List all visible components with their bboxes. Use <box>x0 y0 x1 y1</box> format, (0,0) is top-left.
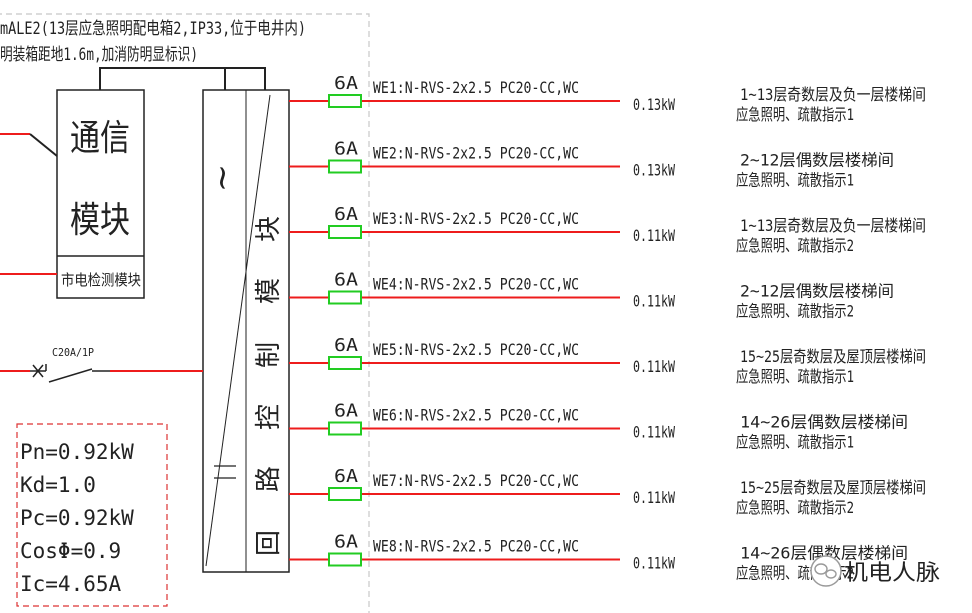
fuse-rating: 6A <box>334 204 358 225</box>
fuse-rating: 6A <box>334 139 358 160</box>
watermark: 机电人脉 <box>810 555 940 587</box>
incoming-wires <box>0 133 203 372</box>
control-label-char: 路 <box>254 466 284 492</box>
circuit-description-2: 应急照明、疏散指示1 <box>736 105 854 124</box>
fuse-symbol <box>328 159 362 174</box>
circuit-row: 6A WE5:N-RVS-2x2.5 PC20-CC,WC 0.11kW 15~25层… <box>289 335 926 386</box>
cable-spec: WE8:N-RVS-2x2.5 PC20-CC,WC <box>373 537 579 556</box>
circuit-description: 2~12层偶数层楼梯间 <box>740 282 894 301</box>
incoming-breaker: C20A/1P <box>30 346 110 383</box>
calc-line: Pc=0.92kW <box>20 506 134 530</box>
cable-spec: WE2:N-RVS-2x2.5 PC20-CC,WC <box>373 144 579 163</box>
circuit-row: 6A WE7:N-RVS-2x2.5 PC20-CC,WC 0.11kW 15~25层… <box>289 466 926 517</box>
circuit-description: 15~25层奇数层及屋顶层楼梯间 <box>740 478 926 497</box>
fuse-symbol <box>328 421 362 436</box>
cable-spec: WE7:N-RVS-2x2.5 PC20-CC,WC <box>373 471 579 490</box>
circuit-row: 6A WE2:N-RVS-2x2.5 PC20-CC,WC 0.13kW 2~12层偶… <box>289 139 894 190</box>
cable-spec: WE6:N-RVS-2x2.5 PC20-CC,WC <box>373 406 579 425</box>
circuit-row: 6A WE1:N-RVS-2x2.5 PC20-CC,WC 0.13kW 1~13层奇… <box>289 73 926 124</box>
circuit-description-2: 应急照明、疏散指示2 <box>736 236 854 255</box>
circuit-description: 1~13层奇数层及负一层楼梯间 <box>740 85 926 104</box>
calc-line: Pn=0.92kW <box>20 440 134 464</box>
calc-line: Kd=1.0 <box>20 473 96 497</box>
circuit-description-2: 应急照明、疏散指示1 <box>736 433 854 452</box>
fuse-symbol <box>328 487 362 501</box>
fuse-rating: 6A <box>334 532 358 553</box>
fuse-symbol <box>328 290 362 305</box>
circuit-description: 2~12层偶数层楼梯间 <box>740 151 894 170</box>
fuse-rating: 6A <box>334 401 358 422</box>
mains-monitor-label: 市电检测模块 <box>61 271 141 289</box>
ac-symbol: ~ <box>203 164 243 193</box>
communication-module: 通信 模块 市电检测模块 <box>56 89 145 299</box>
circuit-description-2: 应急照明、疏散指示1 <box>736 171 854 190</box>
calc-line: CosΦ=0.9 <box>20 539 121 563</box>
circuit-description-2: 应急照明、疏散指示1 <box>736 367 854 386</box>
panel-boundary <box>0 13 370 613</box>
circuit-description: 15~25层奇数层及屋顶层楼梯间 <box>740 347 926 366</box>
control-label-char: 模 <box>254 278 284 304</box>
load-power: 0.13kW <box>633 95 675 114</box>
control-label-char: 控 <box>254 404 284 430</box>
panel-title-line2: 明装箱距地1.6m,加消防明显标识) <box>0 45 198 65</box>
load-power: 0.11kW <box>633 357 675 376</box>
fuse-symbol <box>328 94 362 108</box>
load-power: 0.11kW <box>633 488 675 507</box>
circuit-row: 6A WE3:N-RVS-2x2.5 PC20-CC,WC 0.11kW 1~13层奇… <box>289 204 926 255</box>
circuit-row: 6A WE4:N-RVS-2x2.5 PC20-CC,WC 0.11kW 2~12层偶… <box>289 270 894 321</box>
circuit-description: 14~26层偶数层楼梯间 <box>740 544 908 563</box>
cable-spec: WE1:N-RVS-2x2.5 PC20-CC,WC <box>373 78 579 97</box>
control-label-char: 块 <box>254 216 284 242</box>
load-power: 0.13kW <box>633 161 675 180</box>
load-power: 0.11kW <box>633 554 675 573</box>
fuse-rating: 6A <box>334 270 358 291</box>
fuse-symbol <box>328 225 362 239</box>
circuit-description: 1~13层奇数层及负一层楼梯间 <box>740 216 926 235</box>
cable-spec: WE4:N-RVS-2x2.5 PC20-CC,WC <box>373 275 579 294</box>
cable-spec: WE5:N-RVS-2x2.5 PC20-CC,WC <box>373 340 579 359</box>
fuse-symbol <box>328 356 362 370</box>
fuse-rating: 6A <box>334 73 358 94</box>
calculation-box: Pn=0.92kW Kd=1.0Pc=0.92kW CosΦ=0.9Ic=4.65A <box>16 423 168 607</box>
breaker-label: C20A/1P <box>52 346 94 359</box>
load-power: 0.11kW <box>633 423 675 442</box>
panel-title-line1: mALE2(13层应急照明配电箱2,IP33,位于电井内) <box>0 19 306 39</box>
watermark-text: 机电人脉 <box>844 561 940 586</box>
load-power: 0.11kW <box>633 226 675 245</box>
control-label-char: 回 <box>254 530 284 556</box>
outgoing-circuits: 6A WE1:N-RVS-2x2.5 PC20-CC,WC 0.13kW 1~13层奇… <box>289 73 926 583</box>
circuit-description: 14~26层偶数层楼梯间 <box>740 413 908 432</box>
cable-spec: WE3:N-RVS-2x2.5 PC20-CC,WC <box>373 209 579 228</box>
top-bus <box>99 67 266 90</box>
comm-module-label-1: 通信 <box>70 118 130 159</box>
circuit-description-2: 应急照明、疏散指示2 <box>736 302 854 321</box>
load-power: 0.11kW <box>633 292 675 311</box>
fuse-rating: 6A <box>334 335 358 356</box>
fuse-rating: 6A <box>334 466 358 487</box>
circuit-row: 6A WE6:N-RVS-2x2.5 PC20-CC,WC 0.11kW 14~26层… <box>289 401 908 452</box>
fuse-symbol <box>328 552 362 567</box>
circuit-description-2: 应急照明、疏散指示2 <box>736 498 854 517</box>
comm-module-label-2: 模块 <box>70 200 130 241</box>
calc-line: Ic=4.65A <box>20 572 122 596</box>
control-label-char: 制 <box>254 342 284 368</box>
